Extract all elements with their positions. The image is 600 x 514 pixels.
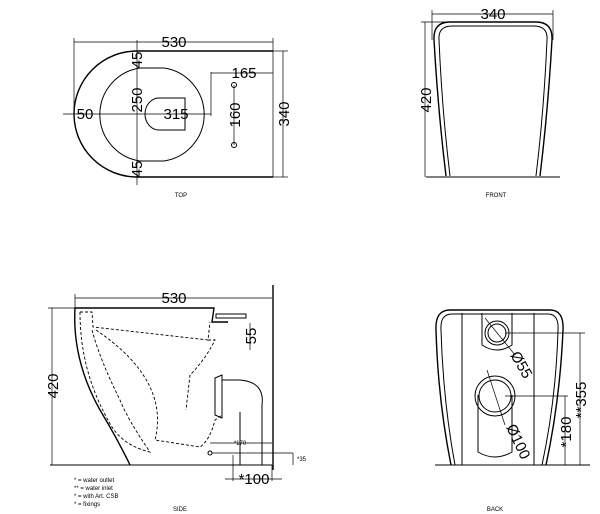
view-label-front: FRONT: [486, 193, 507, 199]
dim-side-length: 530: [161, 290, 186, 307]
view-label-side: SIDE: [173, 507, 187, 513]
back-view: Ø55 Ø100 **355 *180 BACK: [435, 309, 590, 513]
legend-item: * = fixings: [74, 502, 100, 508]
dim-front-width: 340: [480, 6, 505, 23]
dim-front-height: 420: [418, 87, 435, 112]
dim-bowl-length: 315: [163, 106, 188, 123]
dim-rim-bottom: 45: [129, 161, 146, 178]
dim-rim-top: 45: [129, 52, 146, 69]
dim-outlet-distance: *170: [234, 441, 247, 447]
dim-outlet-height: *35: [297, 457, 307, 463]
dim-outlet: *100: [239, 471, 270, 488]
dim-fixings: 160: [227, 102, 244, 127]
dim-bowl-width: 250: [129, 87, 146, 112]
back-outline: [435, 309, 564, 466]
legend-item: * = water outlet: [74, 478, 115, 484]
view-label-back: BACK: [487, 507, 503, 513]
dim-outlet-diameter: Ø100: [502, 422, 533, 462]
side-outline: [74, 307, 131, 466]
front-outline: [433, 21, 553, 177]
dim-rear: 165: [231, 65, 256, 82]
dim-outlet-height-back: *180: [558, 417, 575, 448]
front-view: 340 420 FRONT: [418, 6, 560, 199]
dim-top-width: 340: [276, 101, 293, 126]
dim-inlet-height: **355: [573, 382, 590, 419]
side-view: 530 420 55 *170 *35 *100 * = water outle…: [45, 285, 307, 513]
dim-top-length: 530: [161, 34, 186, 51]
legend-item: * = with Art. CSB: [74, 494, 119, 500]
legend-item: ** = water inlet: [74, 486, 113, 492]
dim-rim-left: 50: [77, 106, 94, 123]
view-label-top: TOP: [175, 193, 187, 199]
top-view: 530 340 45 250 45 50 315 165 160 TOP: [63, 34, 293, 199]
dim-side-height: 420: [45, 373, 62, 398]
dim-side-inlet: 55: [243, 328, 260, 345]
dim-inlet-diameter: Ø55: [507, 349, 536, 382]
side-outlet-pipe: [214, 374, 263, 465]
top-bowl: [99, 67, 205, 162]
top-seat-slot: [144, 97, 186, 131]
